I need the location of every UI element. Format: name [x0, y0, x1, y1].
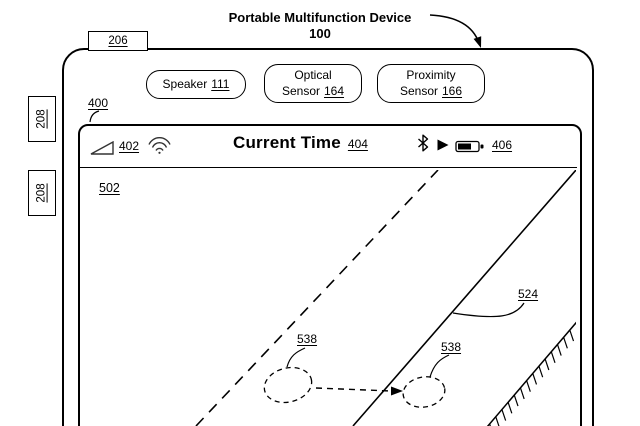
- figure-title-block: Portable Multifunction Device 100: [190, 10, 450, 42]
- ref-208-bottom-label: 208: [36, 183, 48, 203]
- device-title: Portable Multifunction Device: [228, 10, 412, 25]
- ref-404-label: 404: [347, 137, 368, 151]
- optical-ref: 164: [324, 83, 345, 98]
- proximity-label-line2: Sensor: [399, 83, 438, 98]
- bluetooth-icon: [416, 134, 430, 152]
- current-time-label: Current Time: [233, 133, 341, 152]
- signal-strength-icon: [90, 140, 114, 155]
- statusbar-divider: [79, 167, 577, 168]
- ref-206-label: 206: [108, 35, 128, 47]
- proximity-label-line1: Proximity: [406, 67, 456, 82]
- ref-box-208-top: 208: [28, 96, 56, 142]
- statusbar-time: Current Time 404: [233, 133, 368, 153]
- speaker-ref: 111: [211, 76, 230, 91]
- proximity-ref: 166: [442, 83, 463, 98]
- optical-label-line1: Optical: [294, 67, 332, 82]
- wifi-icon: [147, 136, 172, 155]
- ref-538-left-label: 538: [297, 332, 318, 346]
- ref-box-208-bottom: 208: [28, 170, 56, 216]
- title-pointer-arrowhead: [473, 36, 482, 48]
- play-icon: [436, 138, 450, 152]
- ref-406-label: 406: [492, 138, 513, 152]
- battery-icon: [455, 140, 485, 153]
- speaker-label: Speaker: [162, 76, 208, 91]
- proximity-sensor-box: Proximity Sensor 166: [377, 64, 485, 103]
- speaker-box: Speaker 111: [146, 70, 246, 99]
- device-screen: [78, 124, 582, 426]
- device-title-ref: 100: [309, 25, 331, 41]
- ref-box-206: 206: [88, 31, 148, 51]
- ref-208-top-label: 208: [36, 109, 48, 129]
- optical-label-line2: Sensor: [281, 83, 320, 98]
- ref-524-label: 524: [518, 287, 539, 301]
- ref-538-right-label: 538: [441, 340, 462, 354]
- ref-400-label: 400: [88, 96, 109, 110]
- optical-sensor-box: Optical Sensor 164: [264, 64, 362, 103]
- ref-402-label: 402: [119, 139, 140, 153]
- ref-502-label: 502: [99, 181, 120, 195]
